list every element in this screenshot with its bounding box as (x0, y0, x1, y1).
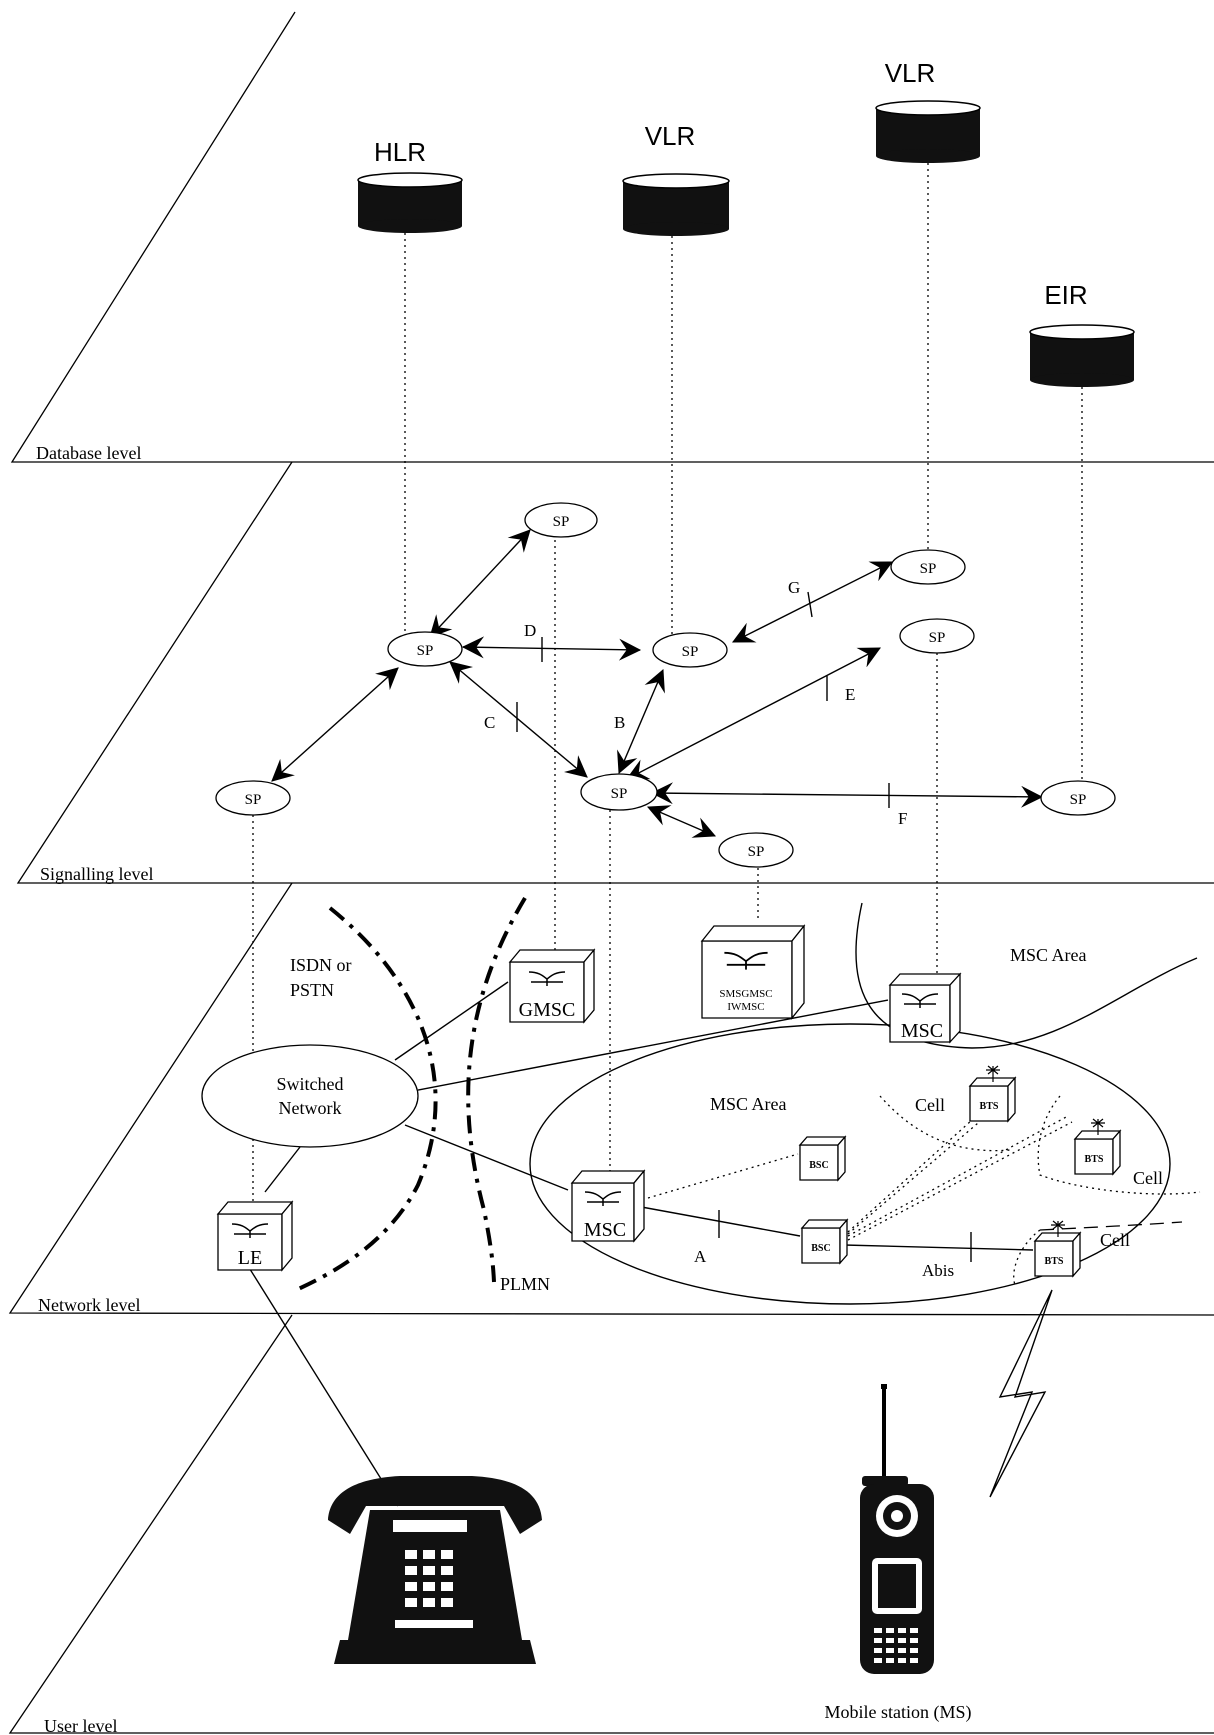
plmn-label: PLMN (500, 1274, 550, 1294)
sp-node-msc: SP (580, 773, 658, 811)
svg-text:Network: Network (279, 1098, 342, 1118)
msc-node-2: MSC (570, 1169, 646, 1243)
svg-text:SP: SP (929, 630, 946, 646)
svg-text:BTS: BTS (1085, 1154, 1104, 1165)
svg-text:SP: SP (1070, 792, 1087, 808)
isdn-label: ISDN or (290, 955, 352, 975)
mobile-station-label: Mobile station (MS) (825, 1702, 972, 1723)
bsc-bts-links (647, 1099, 1073, 1241)
svg-text:SP: SP (245, 792, 262, 808)
isdn-boundary (295, 906, 438, 1292)
radio-link-icon (989, 1289, 1053, 1498)
antenna-icon (1091, 1118, 1105, 1135)
interface-g-label: G (788, 578, 800, 597)
svg-text:Switched: Switched (277, 1074, 344, 1094)
signalling-plane (16, 461, 1214, 884)
hlr-database: HLR (357, 137, 463, 233)
vertical-dotted-links (252, 163, 1083, 1238)
sp-nodes: SP SP SP SP SP SP SP SP (215, 502, 1116, 868)
svg-text:BSC: BSC (811, 1243, 830, 1254)
bsc-node-1: BSC (798, 1135, 847, 1182)
eir-database: EIR (1029, 280, 1135, 387)
msc-area-1-label: MSC Area (1010, 945, 1087, 965)
telephone-icon (328, 1476, 542, 1664)
hlr-cylinder-icon (357, 172, 463, 233)
interface-d-label: D (524, 621, 536, 640)
svg-text:IWMSC: IWMSC (727, 1001, 764, 1013)
interface-a-label: A (694, 1247, 707, 1266)
sp-node-vlr1: SP (652, 632, 728, 668)
network-plane (8, 882, 1214, 1316)
sp-node-vlr2: SP (890, 549, 966, 585)
smsgmsc-iwmsc-node: SMSGMSC IWMSC (700, 924, 806, 1020)
cell-label-3: Cell (1100, 1230, 1130, 1250)
bts-node-1: BTS (968, 1065, 1017, 1123)
mobile-phone-icon (860, 1384, 934, 1674)
svg-text:LE: LE (238, 1247, 262, 1269)
msc-area-1-boundary (855, 902, 1198, 1049)
database-level-label: Database level (36, 443, 141, 463)
interface-c-label: C (484, 713, 495, 732)
msc-area-2-boundary (529, 1023, 1171, 1305)
sp-node-smsc: SP (718, 832, 794, 868)
svg-text:BTS: BTS (1045, 1256, 1064, 1267)
pstn-label: PSTN (290, 980, 334, 1000)
bsc-node-2: BSC (800, 1218, 849, 1265)
eir-cylinder-icon (1029, 324, 1135, 387)
user-level-label: User level (44, 1716, 117, 1735)
cell-label-2: Cell (1133, 1168, 1163, 1188)
svg-text:GMSC: GMSC (519, 999, 576, 1021)
cell-label-1: Cell (915, 1095, 945, 1115)
vlr-database-1: VLR (622, 121, 730, 236)
svg-text:MSC: MSC (584, 1219, 626, 1241)
switched-network-cloud: Switched Network (201, 1044, 419, 1148)
bts-node-3: BTS (1033, 1220, 1082, 1278)
signalling-links (271, 529, 1044, 838)
bts-node-2: BTS (1073, 1118, 1122, 1176)
vlr1-cylinder-icon (622, 173, 730, 236)
svg-text:SP: SP (611, 786, 628, 802)
hlr-label: HLR (374, 137, 426, 167)
sp-node-eir: SP (1040, 780, 1116, 816)
svg-text:SP: SP (682, 644, 699, 660)
sp-node-left: SP (215, 780, 291, 816)
le-node: LE (216, 1200, 294, 1272)
cell-boundaries (879, 1095, 1201, 1286)
network-links (247, 981, 1034, 1507)
sp-node-hlr: SP (387, 631, 463, 667)
level-planes (8, 11, 1214, 1734)
svg-text:SP: SP (920, 561, 937, 577)
svg-text:SP: SP (553, 514, 570, 530)
eir-label: EIR (1044, 280, 1087, 310)
svg-text:BTS: BTS (980, 1101, 999, 1112)
svg-text:SMSGMSC: SMSGMSC (719, 988, 772, 1000)
sp-node-top: SP (524, 502, 598, 538)
interface-abis-label: Abis (922, 1261, 954, 1280)
svg-text:MSC: MSC (901, 1020, 943, 1042)
msc-area-2-label: MSC Area (710, 1094, 787, 1114)
antenna-icon (986, 1065, 1000, 1082)
antenna-icon (1051, 1220, 1065, 1237)
signalling-level-label: Signalling level (40, 864, 153, 884)
interface-e-label: E (845, 685, 855, 704)
vlr2-cylinder-icon (875, 100, 981, 163)
vlr-database-2: VLR (875, 58, 981, 163)
vlr2-label: VLR (885, 58, 936, 88)
svg-text:SP: SP (417, 643, 434, 659)
msc-node-1: MSC (888, 972, 962, 1044)
network-level-label: Network level (38, 1295, 140, 1315)
sp-node-right: SP (899, 618, 975, 654)
database-plane (10, 11, 1214, 463)
interface-f-label: F (898, 809, 907, 828)
vlr1-label: VLR (645, 121, 696, 151)
svg-text:BSC: BSC (809, 1160, 828, 1171)
svg-text:SP: SP (748, 844, 765, 860)
interface-b-label: B (614, 713, 625, 732)
gmsc-node: GMSC (508, 948, 596, 1024)
user-plane (8, 1314, 1214, 1734)
